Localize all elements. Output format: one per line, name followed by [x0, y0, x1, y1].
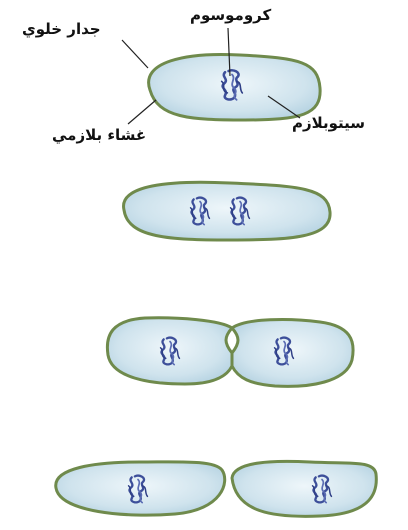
- cell-wall-outline: [232, 461, 376, 516]
- chromosome-label: كروموسوم: [190, 8, 271, 23]
- cell-wall-outline: [232, 320, 353, 387]
- stage-2-cell: [124, 182, 331, 240]
- leader-line-plasma-membrane: [128, 100, 156, 124]
- stage-1-cell: [149, 54, 321, 120]
- stage-3-cells: [107, 318, 353, 387]
- plasma-membrane-label: غشاء بلازمي: [52, 128, 146, 143]
- cytoplasm-label: سيتوبلازم: [292, 116, 365, 131]
- cell-wall-label: جدار خلوي: [22, 22, 101, 37]
- cell-wall-outline: [56, 462, 225, 515]
- leader-line-cell-wall: [122, 40, 148, 68]
- cell-wall-outline: [124, 182, 331, 240]
- stage-4-cells: [56, 461, 377, 516]
